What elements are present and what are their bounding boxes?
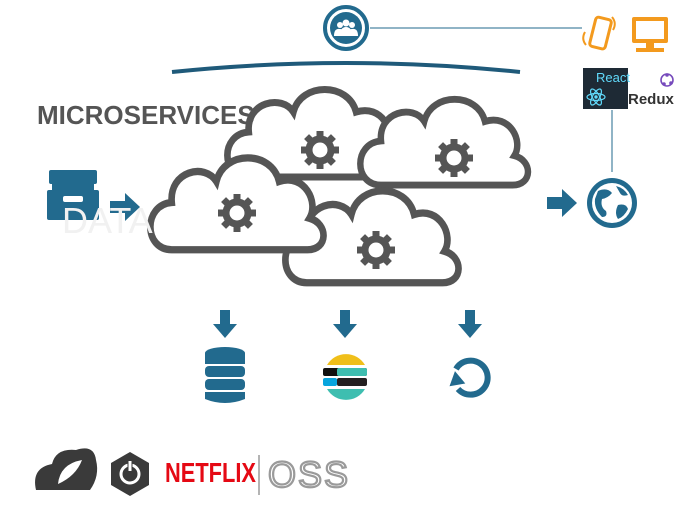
mobile-phone-icon: [582, 15, 616, 51]
data-source-label: DATA: [62, 200, 153, 241]
elasticsearch-icon: [323, 354, 367, 400]
spring-boot-power-icon: [111, 452, 149, 496]
oss-logo-text: OSS: [267, 453, 351, 496]
redux-icon: [660, 73, 674, 87]
spring-leaf-icon: [35, 448, 98, 490]
react-redux-badge: [583, 68, 677, 109]
database-icon: [205, 347, 245, 403]
archive-box-icon: [47, 170, 99, 220]
arrow-to-refresh: [458, 310, 482, 338]
globe-icon: [587, 178, 637, 228]
arrow-to-database: [213, 310, 237, 338]
react-atom-icon: [586, 88, 606, 106]
desktop-icon: [632, 17, 668, 52]
gear-icon: [357, 231, 395, 269]
netflix-logo-text: NETFLIX: [165, 457, 257, 488]
arrow-to-elasticsearch: [333, 310, 357, 338]
gear-icon: [435, 139, 473, 177]
react-label: React: [596, 70, 630, 85]
diagram-title: MICROSERVICES: [37, 100, 255, 130]
redux-label: Redux: [628, 91, 674, 108]
users-arc: [171, 61, 521, 74]
gear-icon: [218, 194, 256, 232]
arrow-services-to-web: [547, 189, 577, 217]
refresh-icon: [449, 357, 491, 398]
users-icon: [323, 5, 369, 51]
gear-icon: [301, 131, 339, 169]
